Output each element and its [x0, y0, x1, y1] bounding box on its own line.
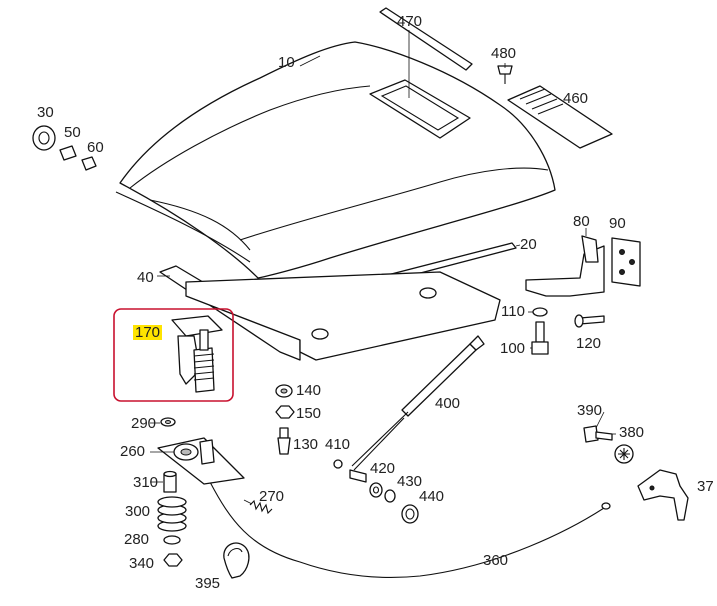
label-395: 395	[195, 575, 221, 592]
label-360: 360	[483, 552, 509, 569]
spring-part-270[interactable]	[249, 499, 273, 515]
label-480: 480	[491, 45, 517, 62]
label-310: 310	[133, 474, 159, 491]
clip-part-480[interactable]	[497, 65, 513, 84]
bolt-part-100[interactable]	[531, 321, 549, 355]
clamp-part-395[interactable]	[223, 542, 250, 579]
label-300: 300	[125, 503, 151, 520]
label-290: 290	[131, 415, 157, 432]
highlight-box	[113, 308, 234, 402]
washer-part-290[interactable]	[160, 417, 176, 427]
screw-part-50[interactable]	[59, 145, 77, 161]
plate-part-90[interactable]	[611, 237, 641, 287]
label-460: 460	[563, 90, 589, 107]
label-140: 140	[296, 382, 322, 399]
gas-strut-part-400[interactable]	[351, 335, 485, 471]
pin-part-130[interactable]	[277, 427, 291, 455]
latch-part-170[interactable]	[171, 315, 223, 393]
label-100: 100	[500, 340, 526, 357]
seal-part-40[interactable]	[159, 265, 501, 361]
hinge-part-80[interactable]	[525, 235, 605, 297]
label-120: 120	[576, 335, 602, 352]
label-430: 430	[397, 473, 423, 490]
hood-part-10[interactable]	[115, 41, 556, 279]
bumper-part-30[interactable]	[32, 125, 56, 151]
washer-part-110[interactable]	[532, 307, 548, 317]
fitting-part-410[interactable]	[333, 459, 343, 469]
bushing-part-140[interactable]	[275, 384, 293, 398]
release-cable-part-360[interactable]	[209, 481, 611, 579]
label-270: 270	[259, 488, 285, 505]
label-10: 10	[278, 54, 295, 71]
label-170: 170	[133, 324, 163, 341]
screw-part-120[interactable]	[574, 314, 605, 328]
release-handle-part-37[interactable]	[637, 469, 689, 521]
grille-plate-part-460[interactable]	[507, 85, 613, 149]
washer-part-430[interactable]	[369, 482, 383, 498]
leader-lines	[150, 30, 616, 505]
label-90: 90	[609, 215, 626, 232]
label-50: 50	[64, 124, 81, 141]
label-40: 40	[137, 269, 154, 286]
label-390: 390	[577, 402, 603, 419]
label-380: 380	[619, 424, 645, 441]
label-470: 470	[397, 13, 423, 30]
label-420: 420	[370, 460, 396, 477]
label-110: 110	[501, 303, 525, 320]
label-150: 150	[296, 405, 322, 422]
label-130: 130	[293, 436, 319, 453]
label-37: 37	[697, 478, 714, 495]
washer-part-440[interactable]	[384, 489, 419, 524]
label-80: 80	[573, 213, 590, 230]
label-400: 400	[435, 395, 461, 412]
label-340: 340	[129, 555, 155, 572]
label-20: 20	[520, 236, 537, 253]
star-washer-part-380[interactable]	[614, 444, 634, 464]
washer-part-280[interactable]	[163, 535, 181, 545]
nut-part-60[interactable]	[81, 156, 97, 171]
label-440: 440	[419, 488, 445, 505]
label-30: 30	[37, 104, 54, 121]
label-60: 60	[87, 139, 104, 156]
bolt-part-390[interactable]	[583, 425, 613, 443]
ball-stud-part-420[interactable]	[349, 469, 367, 483]
label-260: 260	[120, 443, 146, 460]
nut-part-340[interactable]	[163, 553, 183, 567]
label-410: 410	[325, 436, 351, 453]
latch-base-part-260[interactable]	[157, 437, 245, 485]
buffer-stack-part-300[interactable]	[157, 496, 187, 532]
label-280: 280	[124, 531, 150, 548]
nut-part-150[interactable]	[275, 405, 295, 419]
rod-part-470[interactable]	[379, 7, 473, 71]
spacer-part-310[interactable]	[163, 470, 177, 493]
